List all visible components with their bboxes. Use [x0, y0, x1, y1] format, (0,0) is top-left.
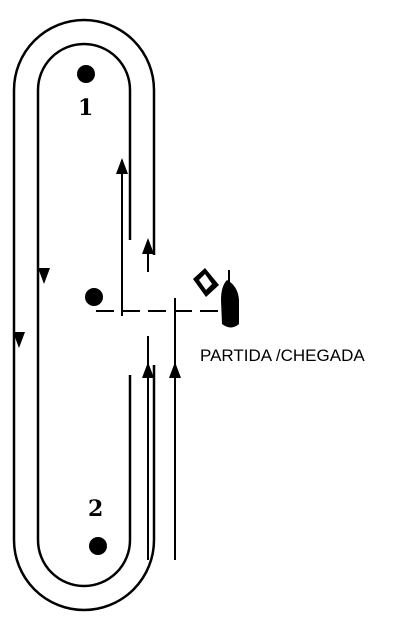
arrow-down-icon [38, 268, 50, 284]
start-finish-label: PARTIDA /CHEGADA [200, 346, 365, 365]
buoy-2-icon [89, 537, 107, 555]
arrow-up-icon [116, 158, 128, 174]
inner-course-loop [36, 42, 132, 588]
course-gap-inner [124, 240, 136, 375]
arrow-up-icon [142, 238, 154, 254]
arrow-up-icon [142, 362, 154, 378]
flag-icon [193, 268, 219, 297]
outer-course-loop [12, 18, 156, 612]
buoy-pin-icon [85, 288, 103, 306]
race-committee-boat-icon [221, 270, 239, 328]
buoy-1-icon [77, 65, 95, 83]
arrow-down-icon [13, 332, 25, 348]
mark-2-label: 2 [88, 496, 103, 522]
arrow-up-icon [169, 362, 181, 378]
mark-1-label: 1 [78, 95, 93, 121]
